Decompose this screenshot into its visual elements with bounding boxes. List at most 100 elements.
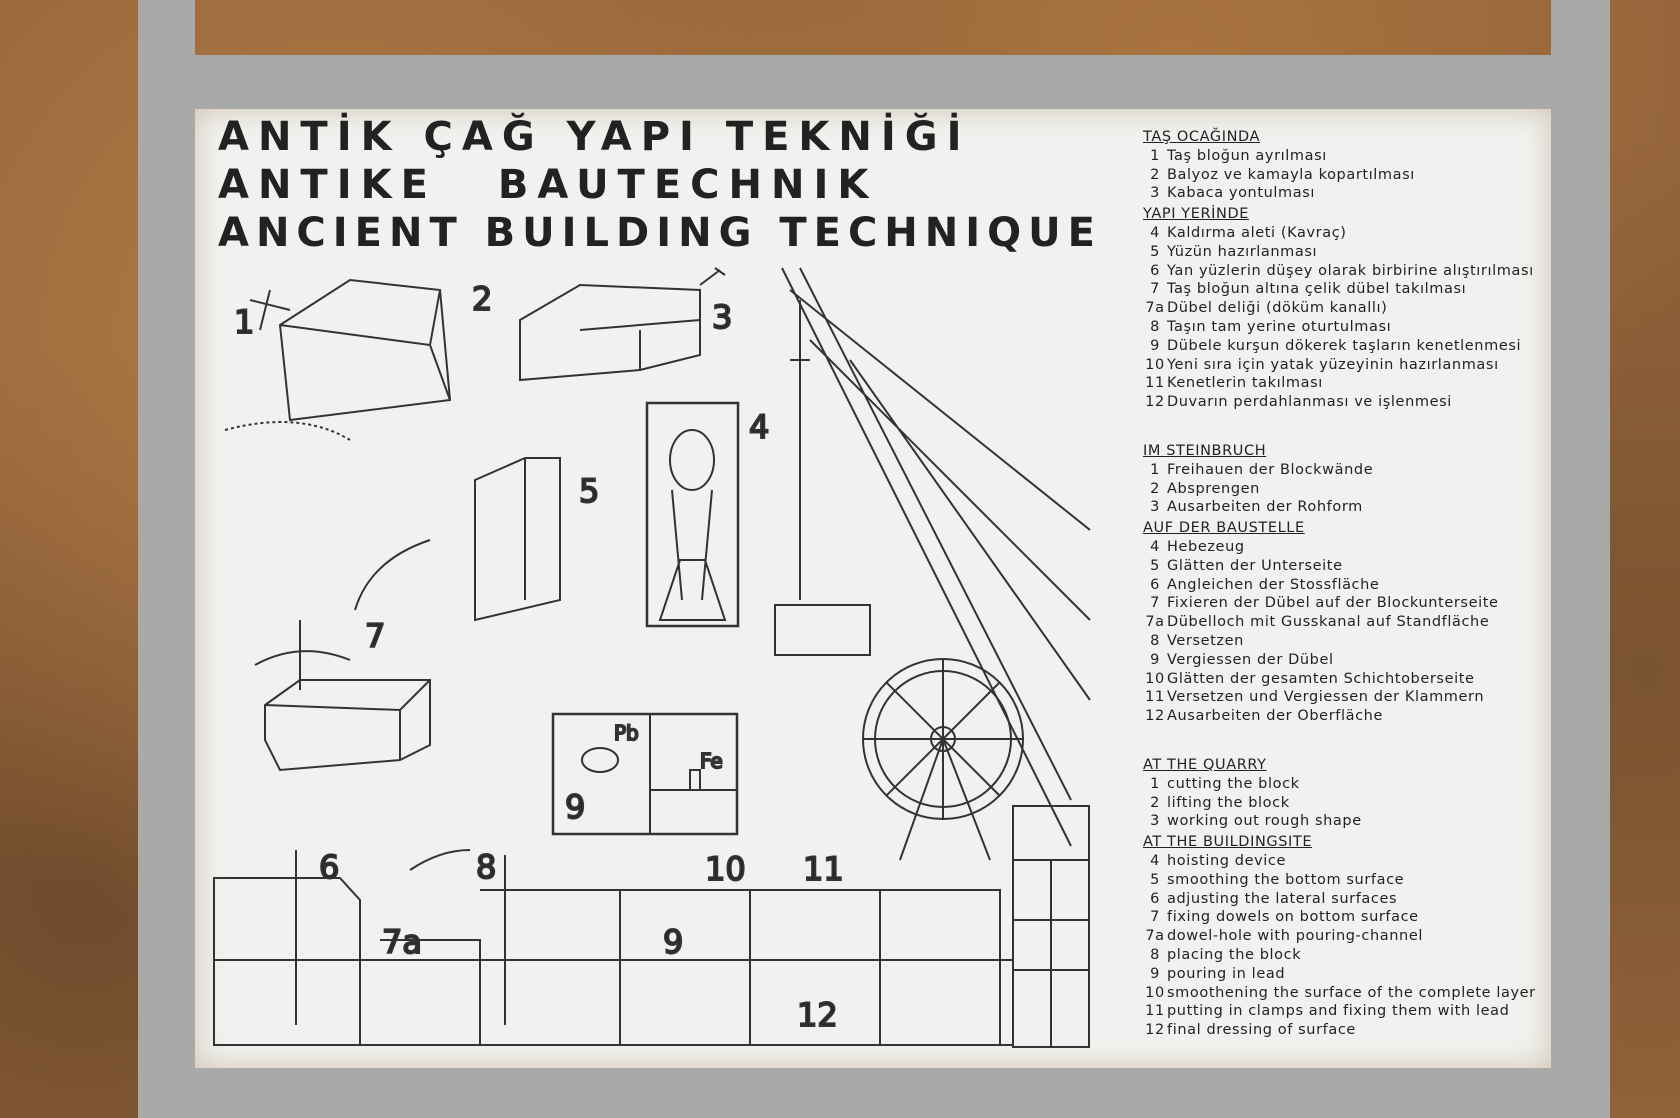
legend-item-text: Vergiessen der Dübel — [1167, 651, 1334, 668]
legend-item-text: Freihauen der Blockwände — [1167, 461, 1374, 478]
legend-item-text: Ausarbeiten der Oberfläche — [1167, 708, 1383, 725]
legend-item-number: 4 — [1150, 224, 1160, 241]
legend-item-text: working out rough shape — [1167, 813, 1362, 830]
legend-item-number: 10 — [1145, 356, 1165, 373]
frame-post-right — [1551, 0, 1610, 1118]
legend-heading: YAPI YERİNDE — [1143, 206, 1250, 223]
legend-item-text: Taşın tam yerine oturtulması — [1167, 318, 1392, 335]
label-2: 2 — [472, 280, 492, 318]
label-9-wall: 9 — [663, 923, 683, 961]
rough-shape-illustration — [519, 267, 726, 382]
legend-item-number: 6 — [1150, 576, 1160, 593]
legend-item: 5 smoothing the bottom surface — [1143, 871, 1543, 890]
legend-item: 3 Kabaca yontulması — [1143, 184, 1543, 203]
legend-item-text: Dübelloch mit Gusskanal auf Standfläche — [1167, 614, 1490, 631]
legend-item-number: 10 — [1145, 984, 1165, 1001]
legend-item-number: 4 — [1150, 538, 1160, 555]
legend-item: 4 Hebezeug — [1143, 538, 1543, 557]
legend-item: 1 Taş bloğun ayrılması — [1143, 147, 1543, 166]
quarry-block-illustration — [224, 278, 452, 441]
label-12: 12 — [797, 996, 838, 1034]
legend-item-text: smoothening the surface of the complete … — [1167, 984, 1536, 1001]
legend-german: IM STEINBRUCH 1 Freihauen der Blockwände 2… — [1143, 440, 1543, 726]
legend-item-text: Taş bloğun altına çelik dübel takılması — [1167, 281, 1467, 298]
legend-item-number: 11 — [1145, 689, 1165, 706]
block-5-illustration — [354, 457, 561, 622]
legend-item-text: Glätten der gesamten Schichtoberseite — [1167, 670, 1475, 687]
legend-item-text: Hebezeug — [1167, 538, 1245, 555]
legend-item-number: 3 — [1150, 185, 1160, 202]
label-3: 3 — [712, 298, 732, 336]
label-9-inset: 9 — [565, 788, 585, 826]
legend-item-text: Duvarın perdahlanması ve işlenmesi — [1167, 394, 1452, 411]
legend-item: 7 fixing dowels on bottom surface — [1143, 908, 1543, 927]
legend-item-number: 1 — [1150, 461, 1160, 478]
legend-item-number: 8 — [1150, 632, 1160, 649]
legend-item: 8 Versetzen — [1143, 632, 1543, 651]
legend-item-text: Fixieren der Dübel auf der Blockuntersei… — [1167, 595, 1499, 612]
legend-item-text: Glätten der Unterseite — [1167, 557, 1343, 574]
legend-item-text: final dressing of surface — [1167, 1022, 1356, 1039]
legend-item-number: 3 — [1150, 813, 1160, 830]
legend-heading: IM STEINBRUCH — [1143, 443, 1267, 459]
legend-item-text: Yüzün hazırlanması — [1167, 243, 1318, 260]
legend-item-text: Yan yüzlerin düşey olarak birbirine alış… — [1167, 262, 1534, 279]
legend-item-text: Ausarbeiten der Rohform — [1167, 499, 1363, 516]
legend-item-text: Dübel deliği (döküm kanallı) — [1167, 300, 1388, 317]
legend-item-text: dowel-hole with pouring-channel — [1167, 928, 1423, 945]
legend-heading: AUF DER BAUSTELLE — [1143, 520, 1305, 537]
title-english: ANCIENT BUILDING TECHNIQUE — [218, 210, 1102, 256]
legend-item-number: 1 — [1150, 147, 1160, 164]
legend-item-number: 7 — [1150, 909, 1160, 926]
inset-lifting-device — [645, 401, 740, 628]
legend-item-text: Kenetlerin takılması — [1167, 375, 1323, 392]
legend-item-text: Kabaca yontulması — [1167, 185, 1316, 202]
legend-item-number: 8 — [1150, 318, 1160, 335]
title-turkish: ANTİK ÇAĞ YAPI TEKNİĞİ — [218, 114, 971, 160]
frame-post-left — [138, 0, 195, 1118]
legend-item-number: 4 — [1150, 852, 1160, 869]
label-11: 11 — [803, 850, 844, 888]
legend-item-text: smoothing the bottom surface — [1167, 871, 1405, 888]
label-10: 10 — [705, 850, 746, 888]
inset-dowel-pouring — [551, 712, 739, 836]
legend-item-number: 9 — [1150, 651, 1160, 668]
frame-bottom-rail — [138, 1068, 1610, 1118]
legend-item: 1 Freihauen der Blockwände — [1143, 461, 1543, 480]
legend-item-text: Versetzen und Vergiessen der Klammern — [1167, 689, 1485, 706]
legend-item-text: fixing dowels on bottom surface — [1167, 909, 1419, 926]
legend-heading: TAŞ OCAĞINDA — [1143, 129, 1261, 145]
legend-item-text: Taş bloğun ayrılması — [1167, 147, 1327, 164]
legend-item-text: Versetzen — [1167, 632, 1244, 649]
frame-top-rail — [138, 55, 1610, 109]
label-lead-pb: Pb — [614, 721, 639, 745]
legend-item-number: 5 — [1150, 871, 1160, 888]
legend-item-number: 12 — [1145, 394, 1165, 411]
label-1: 1 — [234, 303, 254, 341]
legend-item-number: 2 — [1150, 794, 1160, 811]
legend-item-text: Kaldırma aleti (Kavraç) — [1167, 224, 1347, 241]
label-4: 4 — [749, 408, 769, 446]
legend-item-number: 2 — [1150, 480, 1160, 497]
